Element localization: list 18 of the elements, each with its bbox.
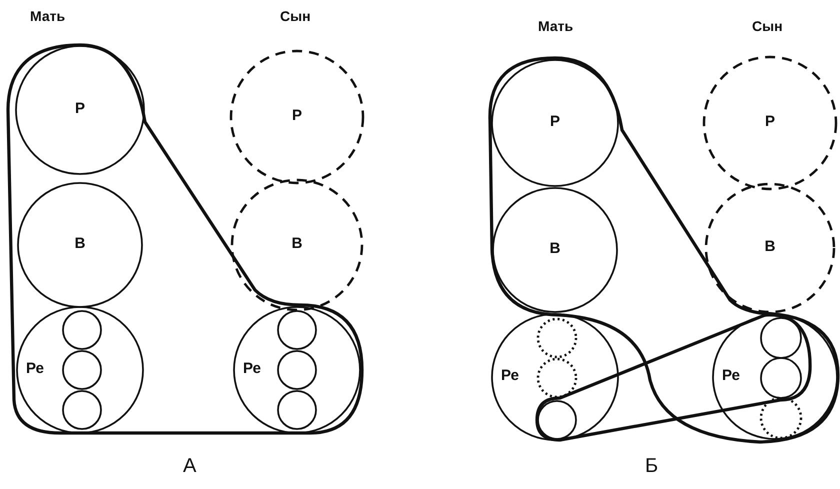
ego-state-label: В — [764, 238, 776, 255]
ego-state-label: В — [74, 235, 86, 252]
column-heading: Мать — [538, 18, 574, 34]
ego-state-label: Р — [292, 107, 302, 124]
panel-label: Б — [645, 455, 658, 478]
ego-state-label: Р — [765, 113, 775, 130]
ego-state-label: Р — [550, 113, 560, 130]
column-heading: Сын — [280, 8, 311, 24]
ego-state-label: Р — [75, 100, 85, 117]
column-heading: Мать — [30, 8, 66, 24]
ego-state-label: Ре — [26, 360, 44, 377]
panel-label: А — [183, 455, 196, 478]
ego-state-label: Ре — [501, 367, 519, 384]
ego-state-label: Ре — [243, 360, 261, 377]
ego-state-label: Ре — [722, 367, 740, 384]
ego-state-label: В — [550, 240, 560, 257]
column-heading: Сын — [752, 18, 783, 34]
ego-state-label: В — [292, 235, 302, 252]
